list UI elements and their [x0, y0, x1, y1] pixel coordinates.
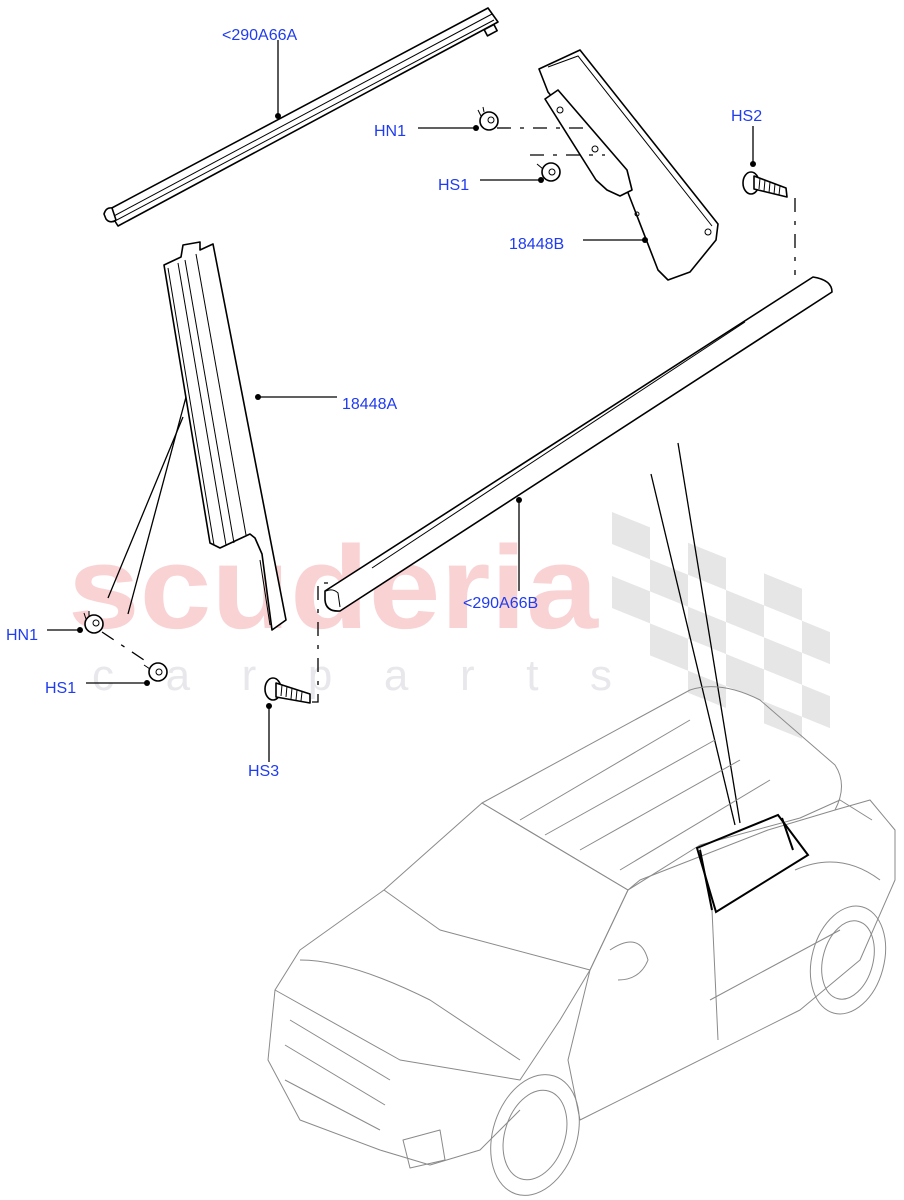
callout-18448a[interactable]: 18448A — [342, 396, 397, 413]
assembly-lines — [101, 127, 796, 703]
callout-hs1-lower[interactable]: HS1 — [45, 680, 76, 697]
callout-hs1-upper[interactable]: HS1 — [438, 177, 469, 194]
callout-290a66b[interactable]: <290A66B — [463, 595, 538, 612]
callout-hn1-upper[interactable]: HN1 — [374, 123, 406, 140]
watermark-sub: c a r p a r t s — [92, 651, 612, 700]
callout-18448b[interactable]: 18448B — [509, 236, 564, 253]
screw-hs3[interactable] — [264, 677, 311, 704]
leader-lines — [47, 40, 756, 762]
callout-hs2[interactable]: HS2 — [731, 108, 762, 125]
callout-290a66a[interactable]: <290A66A — [222, 27, 298, 44]
b-pillar-applique[interactable] — [163, 241, 287, 631]
callout-hn1-lower[interactable]: HN1 — [6, 627, 38, 644]
screw-hs1-lower[interactable] — [143, 662, 168, 682]
watermark: scuderia c a r p a r t s — [68, 511, 830, 739]
upper-window-moulding[interactable] — [103, 7, 499, 227]
rear-pillar-trim[interactable] — [538, 49, 719, 281]
callout-hs3[interactable]: HS3 — [248, 763, 279, 780]
nut-hn1-lower[interactable] — [83, 611, 104, 634]
highlighted-window — [695, 813, 810, 914]
callout-labels: <290A66A HN1 HS1 HS2 18448B 18448A <290A… — [6, 27, 762, 780]
screw-hs2[interactable] — [742, 171, 788, 198]
vehicle-illustration — [267, 686, 896, 1196]
checkered-flag-icon — [612, 511, 830, 739]
belt-moulding[interactable] — [324, 276, 833, 612]
screw-hs1-upper[interactable] — [536, 162, 561, 182]
location-pointer — [650, 442, 741, 826]
nut-hn1-upper[interactable] — [477, 106, 499, 131]
